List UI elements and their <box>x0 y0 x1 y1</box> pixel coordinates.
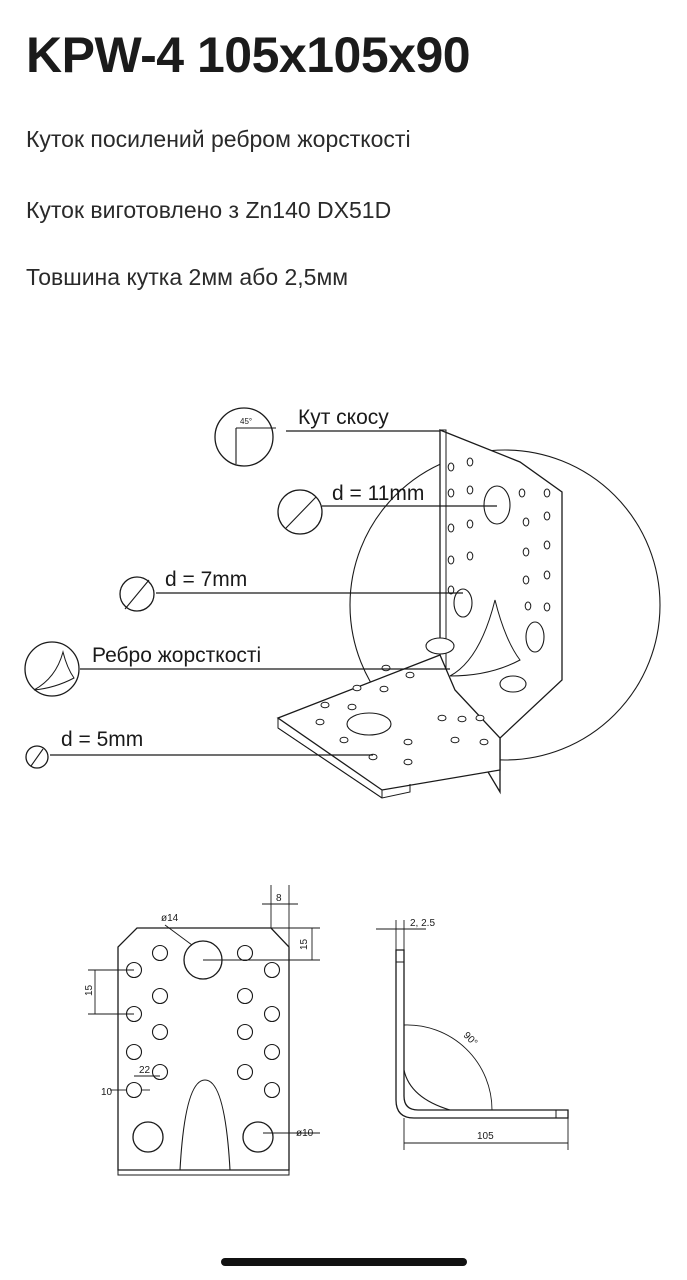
dim-top-offset: 15 <box>299 938 310 950</box>
hole-11mm <box>483 485 511 525</box>
front-view-drawing <box>117 927 290 1176</box>
rib-icon <box>24 641 80 697</box>
zoom-background-circle <box>349 449 661 761</box>
dim-10: 10 <box>101 1087 113 1098</box>
dim-left-spacing: 15 <box>84 984 95 996</box>
description-line-2: Куток виготовлено з Zn140 DX51D <box>26 197 392 223</box>
callout-hole-11mm: d = 11mm <box>332 482 424 505</box>
bevel-angle-icon <box>214 407 274 467</box>
stiffening-rib <box>449 599 521 677</box>
dim-22: 22 <box>139 1065 151 1076</box>
dim-big-hole: ø14 <box>161 913 179 924</box>
callout-bevel-angle: Кут скосу <box>298 406 389 429</box>
description-line-1: Куток посилений ребром жорсткості <box>26 126 411 152</box>
dim-thickness: 2, 2.5 <box>410 918 435 929</box>
hole-11mm-icon <box>277 489 323 535</box>
hole-7mm <box>453 588 473 618</box>
callout-hole-7mm: d = 7mm <box>165 568 247 591</box>
dim-bottom-hole: ø10 <box>296 1128 314 1139</box>
description-line-3: Товшина кутка 2мм або 2,5мм <box>26 264 349 290</box>
hole-large-horizontal <box>346 712 392 736</box>
bevel-degrees-label: 45° <box>240 417 252 426</box>
dim-angle: 90° <box>461 1030 479 1048</box>
callout-hole-5mm: d = 5mm <box>61 728 143 751</box>
dim-top-chamfer: 8 <box>276 893 282 904</box>
product-title: KPW-4 105x105x90 <box>26 27 471 83</box>
callout-rib: Ребро жорсткості <box>92 644 261 667</box>
home-indicator[interactable] <box>221 1258 467 1266</box>
side-view-drawing <box>395 949 569 1119</box>
dim-length: 105 <box>477 1131 494 1142</box>
bracket-3d-illustration: 45° Кут скосу d = 11mm d = 7mm Ребро жор… <box>24 406 661 799</box>
